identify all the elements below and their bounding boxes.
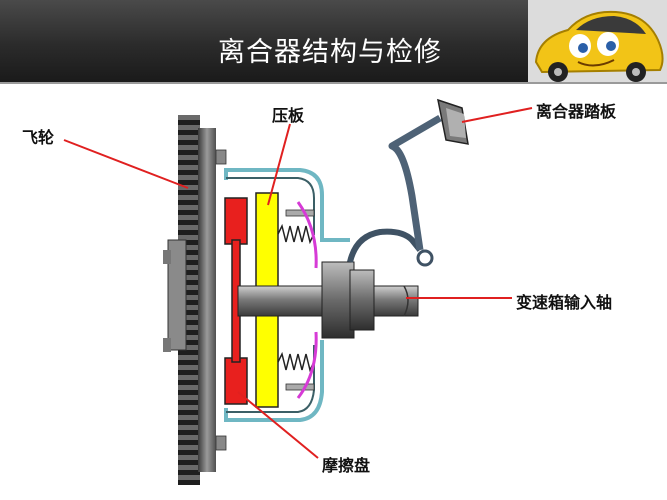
flywheel: [163, 115, 227, 485]
pressure-plate-label: 压板: [272, 106, 305, 125]
clutch-cover: [224, 168, 350, 422]
pressure-plate-leader: [267, 123, 291, 206]
flywheel-leader: [63, 139, 189, 189]
cartoon-car-icon: [528, 0, 667, 82]
clutch-pedal-label: 离合器踏板: [536, 102, 617, 121]
release-linkage: [347, 114, 442, 267]
clutch-pedal-leader: [461, 107, 533, 123]
leader-lines: [63, 107, 533, 459]
friction-disc-leader: [237, 391, 319, 459]
springs: [277, 201, 318, 399]
input-shaft-label: 变速箱输入轴: [516, 293, 613, 312]
slide-title: 离合器结构与检修: [218, 37, 442, 68]
clutch-pedal: [437, 98, 469, 145]
flywheel-label: 飞轮: [22, 128, 55, 147]
friction-disc-label: 摩擦盘: [322, 456, 371, 475]
banner-divider: [0, 82, 667, 84]
input-shaft: [237, 261, 419, 339]
